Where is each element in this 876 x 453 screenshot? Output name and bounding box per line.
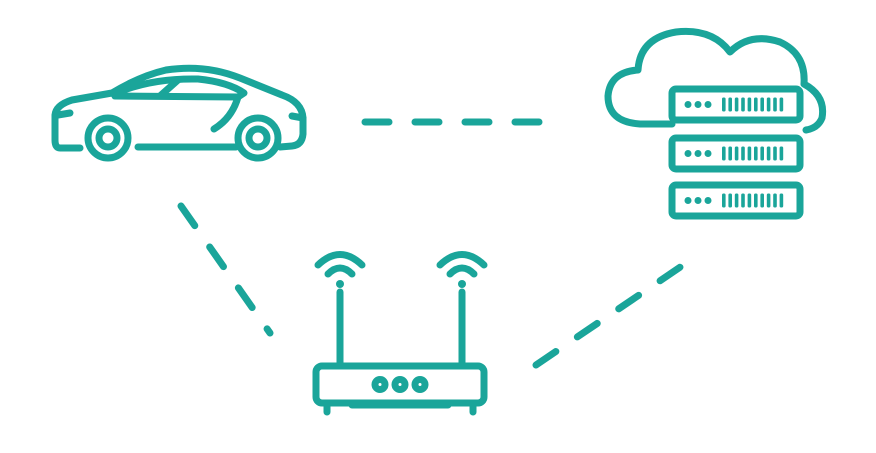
server-vent-bar <box>779 97 784 112</box>
server-vent-bar <box>773 97 777 112</box>
server-vent-bar <box>747 146 752 161</box>
server-vent-bar <box>779 193 784 208</box>
server-vent-bar <box>741 193 745 208</box>
server-vent-bar <box>760 97 764 112</box>
server-vent-bar <box>728 97 732 112</box>
server-vent-bar <box>734 97 739 112</box>
server-vent-bar <box>760 193 764 208</box>
server-vent-bar <box>728 193 732 208</box>
server-vent-bar <box>760 146 764 161</box>
link-car-router <box>177 202 274 337</box>
server-vent-bar <box>747 97 752 112</box>
server-vent-bar <box>741 146 745 161</box>
server-vent-bar <box>766 97 771 112</box>
server-vent-bar <box>754 146 758 161</box>
server-vent-bar <box>773 193 777 208</box>
server-vent-bar <box>754 193 758 208</box>
server-vent-bar <box>734 193 739 208</box>
server-vent-bar <box>734 146 739 161</box>
server-vent-bar <box>722 146 726 161</box>
server-vent-bar <box>766 146 771 161</box>
server-vent-bar <box>722 97 726 112</box>
server-vent-bar <box>728 146 732 161</box>
server-vent-bar <box>722 193 726 208</box>
car-icon <box>51 64 307 162</box>
server-vent-bar <box>779 146 784 161</box>
server-vent-bar <box>747 193 752 208</box>
server-vent-bar <box>766 193 771 208</box>
cloud-server-icon <box>604 27 827 220</box>
link-router-cloud <box>532 251 702 369</box>
server-vent-bar <box>773 146 777 161</box>
server-vent-bar <box>741 97 745 112</box>
server-vent-bar <box>754 97 758 112</box>
wifi-router-icon <box>312 251 488 416</box>
